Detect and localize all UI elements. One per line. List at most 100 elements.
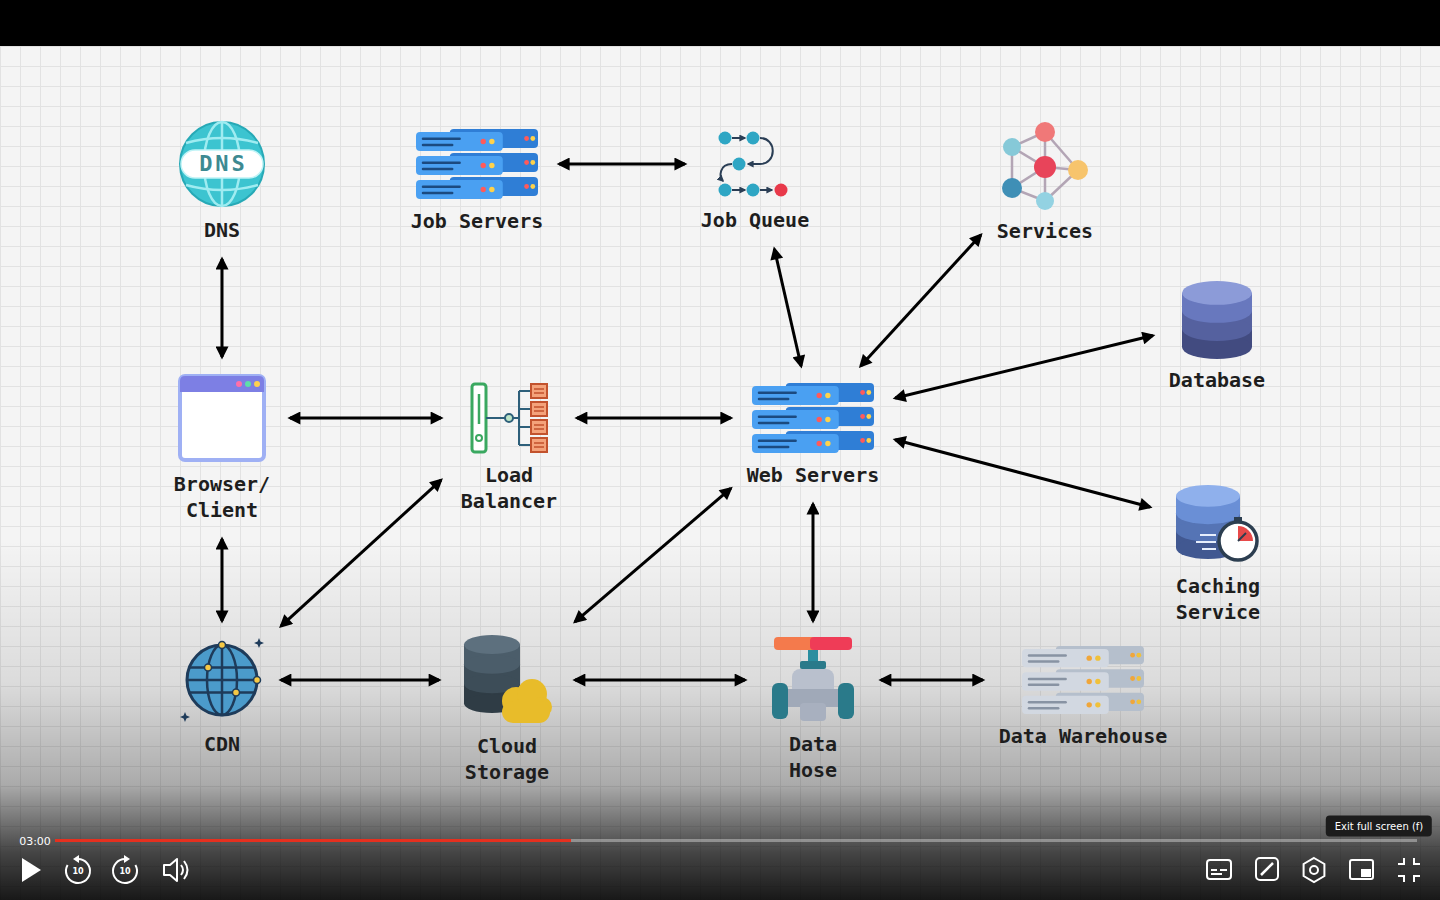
node-label: Browser/ Client (170, 471, 274, 523)
browser-dot (254, 381, 260, 387)
hose-icon (770, 637, 856, 723)
exit-fullscreen-icon (1398, 858, 1420, 882)
server-slot (423, 138, 460, 141)
balancer-unit (472, 384, 486, 452)
server-light (825, 393, 830, 398)
server-slot (759, 416, 796, 419)
bidirectional-arrow (575, 679, 745, 682)
balancer-link (486, 417, 505, 419)
server-light (1095, 679, 1100, 684)
server-slot (423, 192, 452, 195)
settings-icon (1310, 866, 1318, 874)
server-slot (1029, 707, 1058, 710)
server-slot (423, 168, 452, 171)
server-light (1130, 699, 1135, 704)
balancer-link (519, 408, 531, 410)
server-slot (759, 398, 788, 401)
valve-body (800, 703, 826, 721)
edit-icon (1261, 863, 1273, 875)
balancer-link (519, 390, 531, 392)
server-node: Job Servers (403, 120, 551, 242)
bidirectional-arrow (281, 480, 441, 626)
balancer-target (531, 438, 547, 452)
settings-icon (1304, 858, 1325, 882)
node-label: CDN (204, 731, 240, 757)
server-light (530, 184, 535, 189)
server-unit (416, 180, 503, 199)
server-slot (423, 144, 452, 147)
cdn-icon (179, 637, 265, 723)
server-slot (423, 162, 460, 165)
server-unit (416, 132, 503, 151)
server-light (1086, 679, 1091, 684)
forward-icon (113, 859, 137, 883)
forward-icon (124, 855, 130, 863)
server-light (1095, 655, 1100, 660)
server-light (1130, 653, 1135, 658)
cylinder-top (1176, 485, 1240, 507)
server-light (489, 187, 494, 192)
server-light (860, 438, 865, 443)
node-label: Job Queue (701, 207, 809, 233)
queue-item (747, 132, 760, 145)
bidirectional-arrow (559, 163, 685, 166)
server-light (825, 441, 830, 446)
browser-window (180, 376, 264, 460)
node-label: Load Balancer (457, 462, 561, 514)
server-light (480, 187, 485, 192)
server-light (524, 184, 529, 189)
node-label: Web Servers (747, 462, 879, 488)
server-unit (1022, 649, 1109, 667)
globe-node (219, 642, 226, 649)
server-light (524, 136, 529, 141)
balancer-target (531, 384, 547, 398)
server-light (1095, 702, 1100, 707)
server-unit (1022, 696, 1109, 714)
cache-icon (1176, 485, 1260, 565)
balancer-hub (505, 414, 513, 422)
service-dot (1035, 122, 1055, 142)
server-light (1086, 655, 1091, 660)
globe-parallel (189, 668, 254, 693)
valve-handle (810, 637, 852, 650)
balancer-target (534, 443, 544, 447)
balancer-node: Load Balancer (449, 374, 569, 522)
bidirectional-arrow (895, 336, 1153, 398)
dns-node: DNS (169, 111, 275, 251)
browser-bar (180, 376, 264, 392)
database-icon (1182, 281, 1252, 359)
server-node: Web Servers (739, 374, 887, 496)
server-light (1136, 676, 1141, 681)
cloud-icon (462, 635, 552, 725)
server-light (1136, 653, 1141, 658)
queue-item (747, 184, 760, 197)
server-light (1086, 702, 1091, 707)
bidirectional-arrow (221, 259, 224, 357)
server-unit (752, 386, 839, 405)
valve-handle (774, 637, 816, 650)
server-icon (415, 128, 539, 200)
service-dot (1003, 138, 1021, 156)
globe-node (233, 689, 240, 696)
server-slot (759, 392, 796, 395)
server-light (1130, 676, 1135, 681)
server-light (530, 160, 535, 165)
cylinder-top (464, 635, 520, 654)
elapsed-time: 03:00 (19, 835, 51, 848)
valve-flange (838, 683, 854, 719)
browser-dot (245, 381, 251, 387)
server-light (866, 414, 871, 419)
node-label: Database (1169, 367, 1265, 393)
balancer-target (531, 402, 547, 416)
globe (187, 645, 257, 715)
connector-group (222, 164, 1153, 680)
stopwatch-face (1219, 522, 1257, 560)
bidirectional-arrow (577, 417, 731, 420)
sparkle (180, 712, 190, 722)
pip-icon (1361, 869, 1371, 877)
queue-item (719, 132, 732, 145)
sparkle (254, 638, 264, 648)
server-light (816, 393, 821, 398)
stopwatch-wedge (1238, 526, 1253, 541)
